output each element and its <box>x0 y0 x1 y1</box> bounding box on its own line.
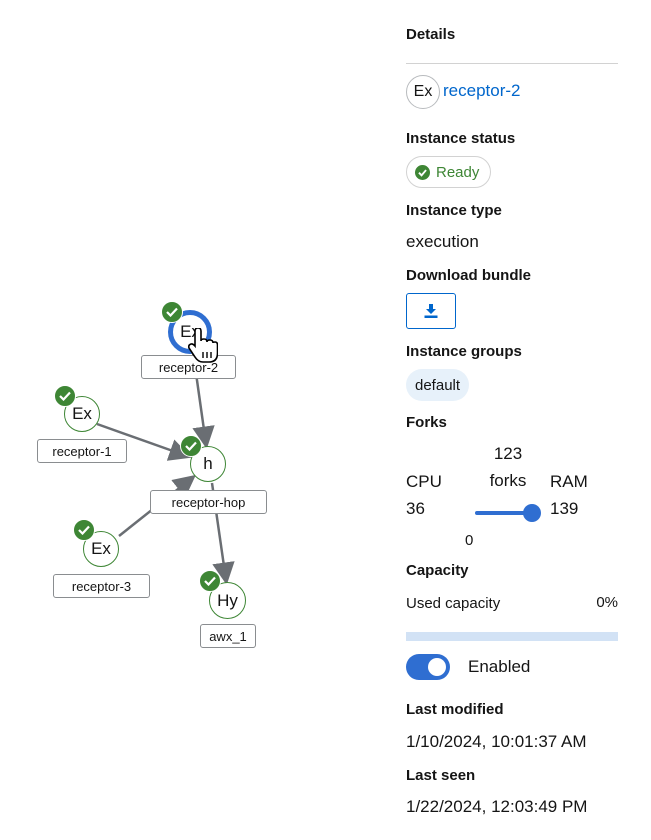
forks-label: Forks <box>406 414 447 431</box>
topology-label-receptor-2[interactable]: receptor-2 <box>141 355 236 379</box>
download-icon <box>424 304 438 318</box>
node-short-label: Ex <box>72 404 92 423</box>
topology-node-receptor-hop[interactable]: h <box>190 446 226 482</box>
instance-type-label: Instance type <box>406 202 502 219</box>
topology-label-receptor-hop[interactable]: receptor-hop <box>150 490 267 514</box>
forks-min-value: 0 <box>465 532 474 549</box>
forks-slider-track[interactable] <box>475 511 532 515</box>
download-bundle-button[interactable] <box>406 293 456 329</box>
instance-groups-label: Instance groups <box>406 343 522 360</box>
used-capacity-label: Used capacity <box>406 595 501 612</box>
topology-label-receptor-3[interactable]: receptor-3 <box>53 574 150 598</box>
status-check-icon <box>199 570 221 592</box>
status-badge: Ready <box>406 156 492 188</box>
forks-slider-thumb[interactable] <box>523 504 541 522</box>
last-modified-value: 1/10/2024, 10:01:37 AM <box>406 732 587 751</box>
status-check-icon <box>161 301 183 323</box>
instance-status-label: Instance status <box>406 130 516 147</box>
ram-label: RAM <box>550 472 588 491</box>
last-seen-value: 1/22/2024, 12:03:49 PM <box>406 797 588 816</box>
forks-count: 123 <box>493 444 523 463</box>
last-seen-label: Last seen <box>406 767 476 784</box>
enabled-toggle[interactable] <box>406 654 450 680</box>
edge-receptor-1-to-hop <box>96 422 192 461</box>
capacity-progress-bar <box>406 632 618 641</box>
instance-avatar: Ex <box>406 75 440 109</box>
node-short-label: Ex <box>91 539 111 558</box>
used-capacity-value: 0% <box>596 594 618 611</box>
enabled-label: Enabled <box>468 657 531 676</box>
last-modified-label: Last modified <box>406 701 504 718</box>
node-short-label: h <box>203 454 213 473</box>
cpu-value: 36 <box>406 499 425 518</box>
topology-view: Ex receptor-2 Ex receptor-1 h receptor-h… <box>37 301 267 648</box>
status-check-icon <box>73 519 95 541</box>
divider <box>406 63 618 64</box>
toggle-knob <box>428 658 446 676</box>
instance-type-value: execution <box>406 232 479 251</box>
topology-label-receptor-1[interactable]: receptor-1 <box>37 439 127 463</box>
instance-group-chip[interactable]: default <box>406 369 470 401</box>
topology-label-awx-1[interactable]: awx_1 <box>200 624 256 648</box>
instance-name-link[interactable]: receptor-2 <box>443 81 521 100</box>
capacity-label: Capacity <box>406 562 469 579</box>
status-check-icon <box>180 435 202 457</box>
cpu-label: CPU <box>406 472 442 491</box>
status-check-icon <box>54 385 76 407</box>
hand-cursor-icon <box>188 328 218 363</box>
ram-value: 139 <box>550 499 579 518</box>
check-circle-icon <box>415 164 430 180</box>
download-bundle-label: Download bundle <box>406 267 531 284</box>
node-short-label: Hy <box>217 590 238 610</box>
details-heading: Details <box>406 26 456 43</box>
forks-unit: forks <box>489 471 527 490</box>
status-text: Ready <box>436 163 480 181</box>
topology-edges <box>96 351 235 585</box>
